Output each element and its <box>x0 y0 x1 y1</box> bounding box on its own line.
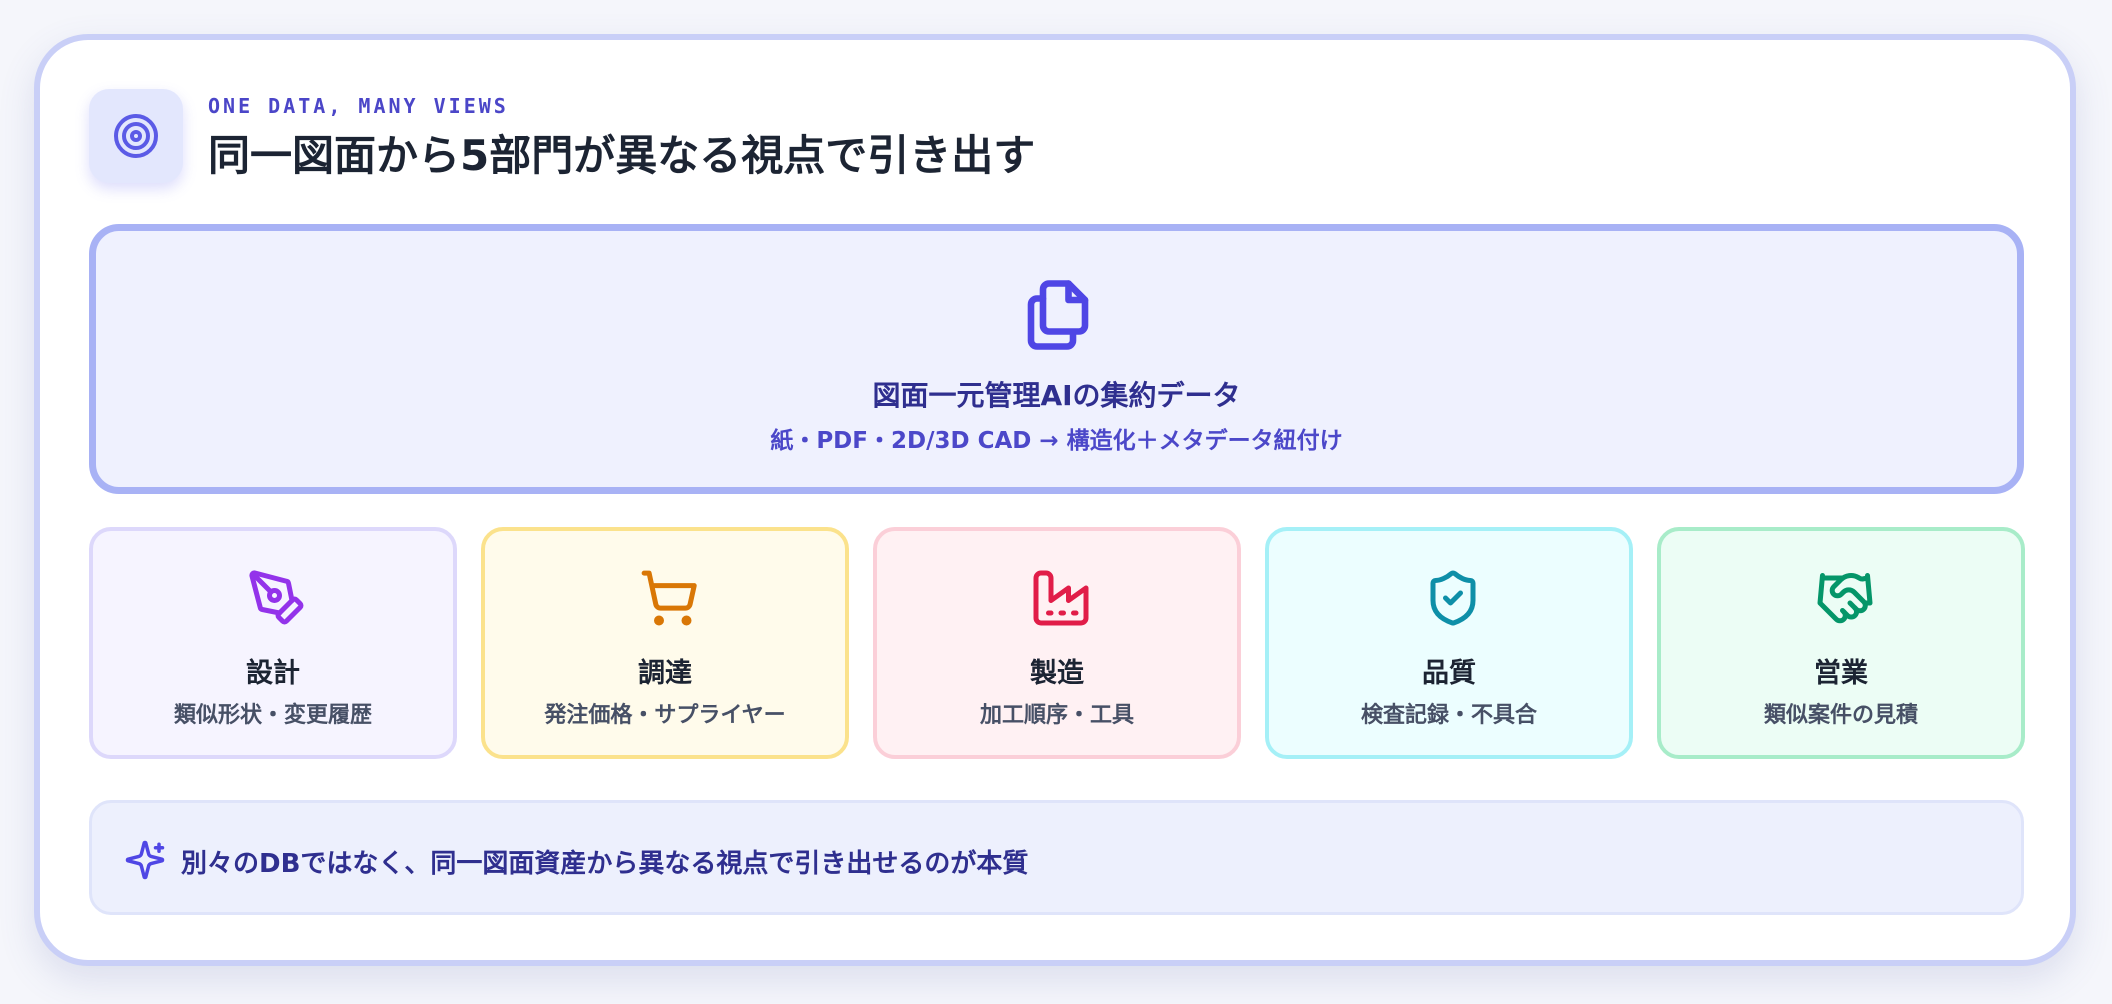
dept-card-manufacturing: 製造 加工順序・工具 <box>873 527 1241 759</box>
dept-card-procurement: 調達 発注価格・サプライヤー <box>481 527 849 759</box>
dept-card-quality: 品質 検査記録・不具合 <box>1265 527 1633 759</box>
header-icon-tile <box>89 89 183 183</box>
hub-subtitle: 紙・PDF・2D/3D CAD → 構造化＋メタデータ紐付け <box>770 428 1343 454</box>
central-data-hub: 図面一元管理AIの集約データ 紙・PDF・2D/3D CAD → 構造化＋メタデ… <box>89 224 2024 494</box>
dept-name: 調達 <box>638 658 692 689</box>
handshake-icon <box>1817 573 1873 624</box>
dept-name: 製造 <box>1030 658 1084 689</box>
dept-card-sales: 営業 類似案件の見積 <box>1657 527 2025 759</box>
eyebrow-label: ONE DATA, MANY VIEWS <box>208 94 509 118</box>
target-icon <box>114 114 158 158</box>
page-title: 同一図面から5部門が異なる視点で引き出す <box>208 131 1036 180</box>
sparkles-icon <box>125 840 165 880</box>
dept-desc: 発注価格・サプライヤー <box>544 703 786 728</box>
hub-title: 図面一元管理AIの集約データ <box>872 379 1241 412</box>
dept-name: 設計 <box>246 658 300 689</box>
dept-name: 営業 <box>1814 658 1868 689</box>
shopping-cart-icon <box>641 570 697 626</box>
footer-note: 別々のDBではなく、同一図面資産から異なる視点で引き出せるのが本質 <box>89 800 2024 915</box>
dept-desc: 類似案件の見積 <box>1763 703 1918 728</box>
dept-name: 品質 <box>1422 658 1476 689</box>
dept-desc: 類似形状・変更履歴 <box>173 703 372 728</box>
dept-desc: 加工順序・工具 <box>979 703 1134 728</box>
pen-tool-icon <box>249 570 304 625</box>
footer-text: 別々のDBではなく、同一図面資産から異なる視点で引き出せるのが本質 <box>181 849 1029 879</box>
dept-desc: 検査記録・不具合 <box>1360 703 1537 728</box>
dept-card-design: 設計 類似形状・変更履歴 <box>89 527 457 759</box>
factory-icon <box>1033 570 1089 626</box>
copy-documents-icon <box>1027 280 1089 350</box>
shield-check-icon <box>1430 570 1476 626</box>
